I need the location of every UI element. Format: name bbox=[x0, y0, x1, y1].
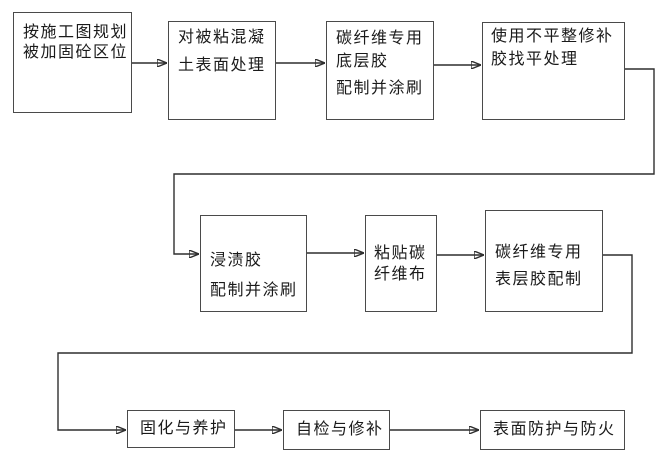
step-label-line: 按施工图规划 bbox=[23, 24, 129, 41]
step-label-line: 对被粘混凝 bbox=[178, 29, 266, 46]
step-label-line: 粘贴碳 bbox=[374, 245, 427, 262]
step-label-line: 土表面处理 bbox=[178, 57, 266, 74]
step-label-line: 浸渍胶 bbox=[210, 252, 263, 269]
connector-step7-to-step8 bbox=[57, 254, 633, 430]
step-label-line: 碳纤维专用 bbox=[336, 30, 424, 47]
step-label-line: 表面防护与防火 bbox=[493, 421, 616, 438]
flow-step-primer-adhesive: 碳纤维专用 底层胶 配制并涂刷 bbox=[326, 21, 434, 120]
step-label-line: 表层胶配制 bbox=[495, 271, 583, 288]
step-label-line: 自检与修补 bbox=[296, 421, 384, 438]
step-label-line: 被加固砼区位 bbox=[23, 44, 129, 61]
step-label-line: 使用不平整修补 bbox=[491, 28, 614, 45]
flow-step-self-inspection-repair: 自检与修补 bbox=[283, 410, 390, 450]
flow-step-top-coat-adhesive: 碳纤维专用 表层胶配制 bbox=[485, 210, 603, 312]
step-label-line: 配制并涂刷 bbox=[336, 80, 424, 97]
flow-step-impregnating-adhesive: 浸渍胶 配制并涂刷 bbox=[200, 215, 307, 312]
connector-step4-to-step5 bbox=[173, 68, 655, 254]
step-label-line: 固化与养护 bbox=[140, 420, 228, 437]
step-label-line: 碳纤维专用 bbox=[495, 244, 583, 261]
step-label-line: 纤维布 bbox=[374, 266, 427, 283]
step-label-line: 胶找平处理 bbox=[491, 51, 579, 68]
flow-step-curing-maintenance: 固化与养护 bbox=[127, 410, 235, 448]
flow-step-surface-fire-protection: 表面防护与防火 bbox=[480, 410, 625, 450]
step-label-line: 配制并涂刷 bbox=[210, 282, 298, 299]
step-label-line: 底层胶 bbox=[336, 53, 389, 70]
flow-step-paste-carbon-fiber-cloth: 粘贴碳 纤维布 bbox=[365, 215, 437, 312]
flow-step-concrete-surface-treatment: 对被粘混凝 土表面处理 bbox=[168, 21, 276, 120]
flow-step-plan-reinforcement-area: 按施工图规划 被加固砼区位 bbox=[13, 12, 132, 113]
flow-step-leveling-repair: 使用不平整修补 胶找平处理 bbox=[482, 22, 625, 120]
